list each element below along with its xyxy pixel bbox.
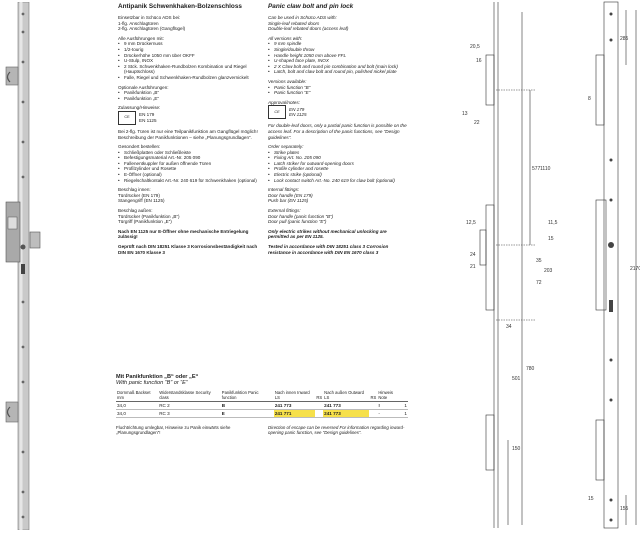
- note-en: Direction of escape can be reversed For …: [268, 425, 405, 436]
- inside-list-de: Türdrücker (EN 179) Stangengriff (EN 112…: [118, 192, 165, 204]
- tested-en: Tested in accordance with DIN 18251 clas…: [268, 244, 389, 255]
- external-list-en: Door handle (panic function “B”) Door pu…: [268, 213, 334, 225]
- note-de: Fluchtrichtung umlegbar, Hinweise zu Pan…: [116, 425, 231, 436]
- svg-text:285: 285: [620, 36, 629, 42]
- order-list-de: Schließplatten oder Schließleiste Befest…: [118, 150, 258, 184]
- internal-head-en: Internal fittings:: [268, 187, 300, 193]
- table-row: 34,0 RC 3 E 241 771 241 773 - 1: [116, 409, 408, 418]
- svg-text:24: 24: [470, 252, 476, 258]
- options-head-de: Optionale Ausführungen:: [118, 84, 169, 90]
- svg-text:22: 22: [474, 120, 480, 126]
- warning-icon: !: [377, 401, 404, 410]
- svg-text:501: 501: [512, 376, 521, 382]
- outside-list-de: Türdrücker (Panikfunktion „B“) Türgriff …: [118, 213, 180, 225]
- order-list-en: Strike plates Fixing Art. No. 205 090 La…: [268, 150, 408, 184]
- versions-head-de: Alle Ausführungen mit:: [118, 35, 164, 41]
- article-table: Mit Panikfunktion „B“ oder „E“ With pani…: [116, 374, 408, 418]
- order-head-de: Gesondert bestellen:: [118, 144, 161, 150]
- english-description: Panic claw bolt and pin lock Can be used…: [268, 3, 408, 259]
- tested-de: Geprüft nach DIN 18251 Klasse 3 Korrosio…: [118, 244, 258, 255]
- technical-drawing: 20,5 16 8 13 22 577 1110 12,5 11,5 15 24…: [462, 1, 640, 529]
- external-head-en: External fittings:: [268, 208, 301, 214]
- intro-de: Einsetzbar in Schüco ADS bei: 1-flg. Ans…: [118, 15, 186, 32]
- versions-list-de: 9 mm Drückernuss 1/2-tourig Drückerhöhe …: [118, 41, 258, 80]
- intro-en: Can be used in Schüco ADS with: Single-l…: [268, 15, 349, 32]
- german-description: Antipanik Schwenkhaken-Bolzenschloss Ein…: [118, 3, 258, 259]
- certification-badges-en: CE EN 179 EN 1125: [268, 105, 408, 120]
- title-de: Antipanik Schwenkhaken-Bolzenschloss: [118, 3, 242, 10]
- outside-head-de: Beschlag außen:: [118, 208, 153, 214]
- strike-warning-de: Nach EN 1125 nur E-Öffner ohne mechanisc…: [118, 228, 249, 240]
- svg-text:21: 21: [470, 264, 476, 270]
- svg-text:11,5: 11,5: [548, 220, 558, 226]
- article-grid: Dornmaß Backset mm Widerstandsklasse Sec…: [116, 389, 408, 418]
- dimension-labels: 20,5 16 8 13 22 577 1110 12,5 11,5 15 24…: [462, 36, 640, 512]
- svg-text:13: 13: [462, 111, 468, 117]
- inside-head-de: Beschlag innen:: [118, 187, 151, 193]
- svg-text:15: 15: [548, 236, 554, 242]
- options-head-en: Versions available:: [268, 78, 307, 84]
- svg-text:72: 72: [536, 280, 542, 286]
- svg-text:155: 155: [620, 506, 629, 512]
- approval-head-de: Zulassung/Hinweise:: [118, 105, 161, 111]
- options-list-en: Panic function “B” Panic function “E”: [268, 85, 408, 96]
- svg-text:150: 150: [512, 446, 521, 452]
- strike-warning-en: Only electric strikes without mechanical…: [268, 228, 387, 240]
- highlighted-article-number: 241 771: [273, 409, 316, 418]
- svg-text:8: 8: [588, 96, 591, 102]
- svg-text:16: 16: [476, 58, 482, 64]
- ce-mark-icon: CE: [268, 105, 286, 120]
- title-en: Panic claw bolt and pin lock: [268, 3, 354, 10]
- approval-head-en: Approval/notes:: [268, 99, 300, 105]
- lock-faceplate-photo: [5, 2, 41, 530]
- versions-head-en: All versions with:: [268, 35, 303, 41]
- panic-note-de: Bei 2-flg. Türen ist nur eine Teilpanikf…: [118, 128, 258, 140]
- highlighted-article-number: 241 773: [323, 409, 370, 418]
- table-row: 34,0 RC 2 B 241 773 241 773 ! 1: [116, 401, 408, 410]
- order-head-en: Order separately:: [268, 144, 304, 150]
- table-header-row: Dornmaß Backset mm Widerstandsklasse Sec…: [116, 389, 408, 402]
- panic-note-en: For double-leaf doors, only a partial pa…: [268, 123, 407, 140]
- table-title-en: With panic function “B” or “E”: [116, 380, 188, 386]
- svg-text:2170: 2170: [630, 266, 640, 272]
- svg-text:12,5: 12,5: [466, 220, 476, 226]
- svg-text:780: 780: [526, 366, 535, 372]
- versions-list-en: 9 mm spindle Single/double throw Handle …: [268, 41, 408, 75]
- svg-text:15: 15: [588, 496, 594, 502]
- internal-list-en: Door handle (EN 179) Push bar (EN 1125): [268, 192, 313, 204]
- ce-mark-icon: CE: [118, 110, 136, 125]
- svg-text:35: 35: [536, 258, 542, 264]
- options-list-de: Panikfunktion „B“ Panikfunktion „E“: [118, 90, 258, 101]
- svg-text:20,5: 20,5: [470, 44, 480, 50]
- svg-text:203: 203: [544, 268, 553, 274]
- svg-text:34: 34: [506, 324, 512, 330]
- svg-text:1110: 1110: [540, 166, 551, 172]
- table-title-de: Mit Panikfunktion „B“ oder „E“: [116, 374, 199, 380]
- certification-badges-de: CE EN 179 EN 1125: [118, 110, 258, 125]
- svg-text:577: 577: [532, 166, 541, 172]
